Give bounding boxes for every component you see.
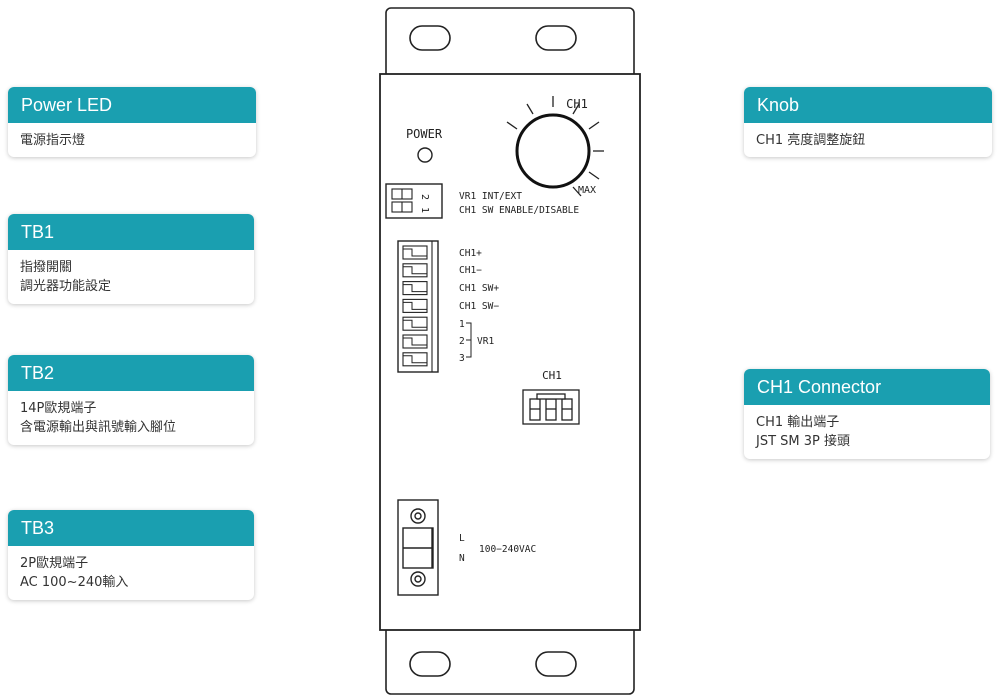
tb2-slot bbox=[402, 245, 428, 260]
callout-tb2: TB2 14P歐規端子 含電源輸出與訊號輸入腳位 bbox=[8, 355, 254, 445]
callout-body: 指撥開關 調光器功能設定 bbox=[8, 250, 254, 304]
mounting-slot bbox=[535, 25, 577, 51]
tb2-slot bbox=[402, 316, 428, 331]
tb2-pin-ch1-minus: CH1− bbox=[459, 265, 482, 276]
vr-label: VR1 bbox=[477, 336, 494, 347]
tb2-slot bbox=[402, 281, 428, 296]
tb2-pin-sw-minus: CH1 SW− bbox=[459, 301, 499, 312]
vr-bracket bbox=[466, 322, 472, 358]
callout-line: 電源指示燈 bbox=[20, 133, 86, 148]
tb2-slot-screw bbox=[403, 337, 427, 346]
tb2-slot-screw bbox=[403, 266, 427, 275]
callout-title: Power LED bbox=[8, 87, 256, 123]
tb2-slot-screw bbox=[403, 284, 427, 293]
brightness-knob[interactable] bbox=[515, 113, 591, 189]
callout-title: TB3 bbox=[8, 510, 254, 546]
dip-switch[interactable] bbox=[385, 183, 443, 219]
callout-title: TB2 bbox=[8, 355, 254, 391]
callout-line: AC 100~240輸入 bbox=[20, 575, 129, 590]
callout-body: 14P歐規端子 含電源輸出與訊號輸入腳位 bbox=[8, 391, 254, 445]
dip-number-2: 2 bbox=[419, 194, 430, 200]
callout-power-led: Power LED 電源指示燈 bbox=[8, 87, 256, 157]
dip-number-1: 1 bbox=[419, 207, 430, 213]
callout-line: 含電源輸出與訊號輸入腳位 bbox=[20, 420, 177, 435]
ac-voltage-label: 100−240VAC bbox=[479, 544, 536, 555]
tb3-terminal-block bbox=[397, 499, 439, 596]
callout-line: CH1 亮度調整旋鈕 bbox=[756, 133, 866, 148]
power-led bbox=[417, 147, 433, 163]
tb2-slot bbox=[402, 298, 428, 313]
callout-ch1-connector: CH1 Connector CH1 輸出端子 JST SM 3P 接頭 bbox=[744, 369, 990, 459]
callout-line: 指撥開關 bbox=[20, 260, 73, 275]
callout-line: CH1 輸出端子 bbox=[756, 415, 840, 430]
tb2-slots bbox=[402, 245, 428, 367]
vr-pin-1: 1 bbox=[459, 319, 465, 330]
callout-body: 電源指示燈 bbox=[8, 123, 256, 157]
callout-tb1: TB1 指撥開關 調光器功能設定 bbox=[8, 214, 254, 304]
ac-label-n: N bbox=[459, 553, 465, 564]
callout-title: Knob bbox=[744, 87, 992, 123]
power-label: POWER bbox=[406, 127, 443, 141]
tb2-slot-screw bbox=[403, 319, 427, 328]
tb2-slot-screw bbox=[403, 355, 427, 364]
callout-body: CH1 輸出端子 JST SM 3P 接頭 bbox=[744, 405, 990, 459]
ch1-connector bbox=[522, 389, 580, 425]
callout-tb3: TB3 2P歐規端子 AC 100~240輸入 bbox=[8, 510, 254, 600]
tb2-slot bbox=[402, 334, 428, 349]
callout-line: JST SM 3P 接頭 bbox=[756, 434, 851, 449]
callout-body: CH1 亮度調整旋鈕 bbox=[744, 123, 992, 157]
callout-knob: Knob CH1 亮度調整旋鈕 bbox=[744, 87, 992, 157]
tb2-pin-ch1-plus: CH1+ bbox=[459, 248, 482, 259]
callout-line: 2P歐規端子 bbox=[20, 556, 89, 571]
callout-title: TB1 bbox=[8, 214, 254, 250]
callout-line: 調光器功能設定 bbox=[20, 279, 112, 294]
tb2-pin-sw-plus: CH1 SW+ bbox=[459, 283, 499, 294]
callout-body: 2P歐規端子 AC 100~240輸入 bbox=[8, 546, 254, 600]
tb2-slot bbox=[402, 263, 428, 278]
knob-label: CH1 bbox=[566, 97, 588, 111]
vr-pin-3: 3 bbox=[459, 353, 465, 364]
mounting-slot bbox=[409, 25, 451, 51]
callout-title: CH1 Connector bbox=[744, 369, 990, 405]
dip-label-line-2: CH1 SW ENABLE/DISABLE bbox=[459, 205, 579, 216]
ac-label-l: L bbox=[459, 533, 465, 544]
tb2-slot-screw bbox=[403, 301, 427, 310]
knob-ticks bbox=[506, 96, 604, 197]
vr-pin-2: 2 bbox=[459, 336, 465, 347]
ch1-connector-label: CH1 bbox=[542, 369, 562, 382]
dip-label-line-1: VR1 INT/EXT bbox=[459, 191, 522, 202]
knob-max-label: MAX bbox=[578, 185, 596, 196]
mounting-slot bbox=[535, 651, 577, 677]
callout-line: 14P歐規端子 bbox=[20, 401, 97, 416]
tb2-slot bbox=[402, 352, 428, 367]
tb2-slot-screw bbox=[403, 248, 427, 257]
mounting-slot bbox=[409, 651, 451, 677]
